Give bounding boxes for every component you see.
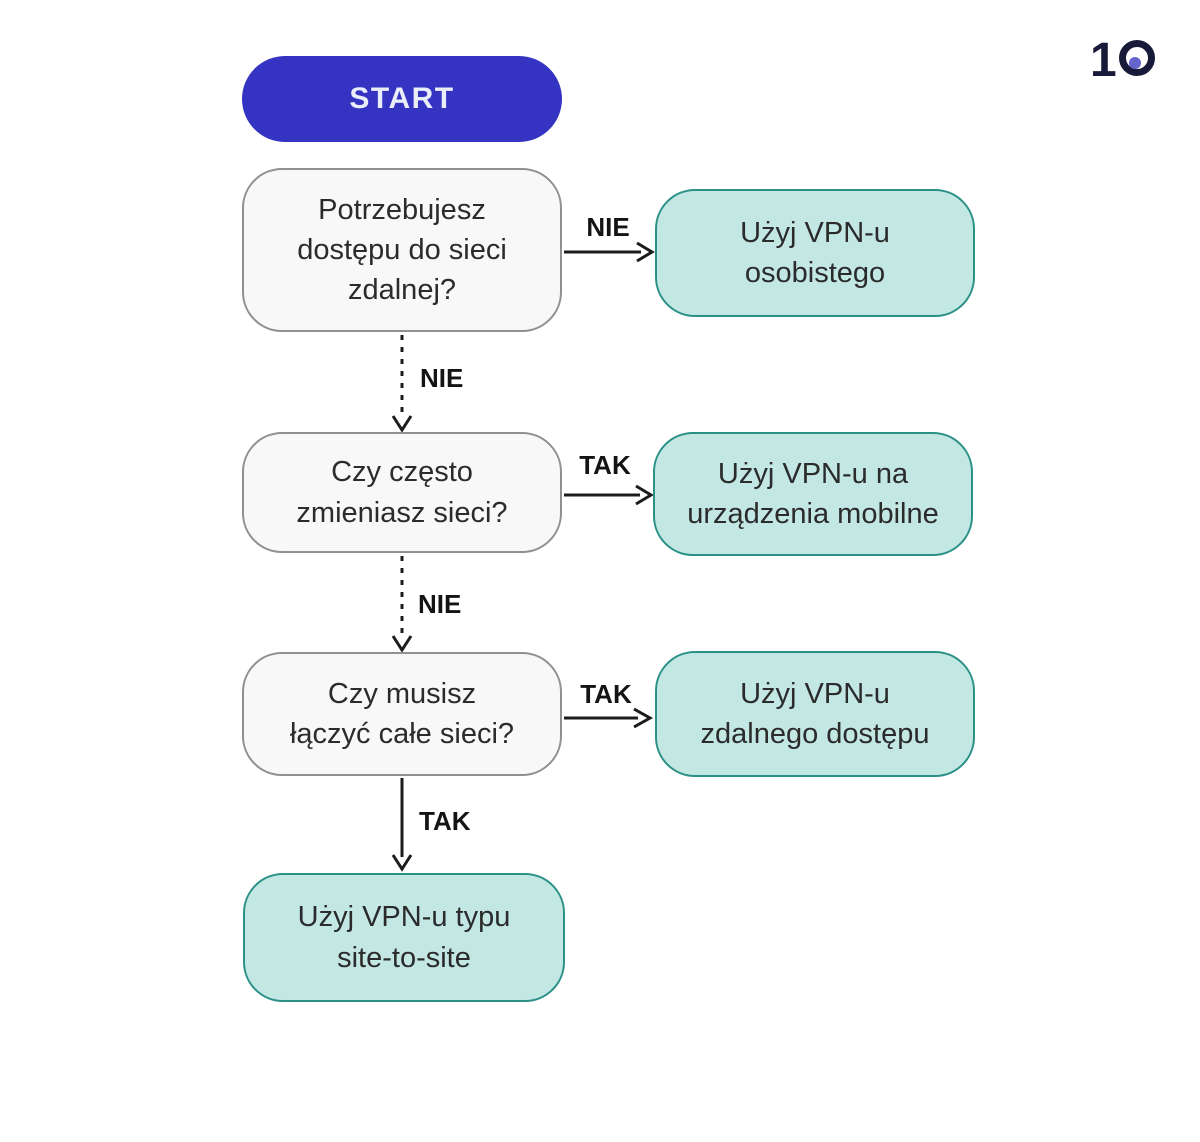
edge-label-tak-down-1: TAK — [419, 806, 471, 836]
result-personal-vpn: Użyj VPN-u osobistego — [655, 189, 975, 317]
node-text-line: site-to-site — [337, 941, 471, 974]
node-text-line: dostępu do sieci — [297, 233, 507, 266]
edge-q1-r1-arrow — [564, 241, 655, 263]
edge-label-nie-down-1: NIE — [420, 363, 464, 393]
node-text-line: Potrzebujesz — [318, 193, 486, 226]
node-text-line: Czy musisz — [327, 677, 477, 710]
node-text-line: zdalnej? — [347, 274, 457, 306]
result-site-to-site-vpn: Użyj VPN-u typu site-to-site — [243, 873, 565, 1002]
logo-digit-one: 1 — [1090, 34, 1117, 87]
node-text-line: zdalnego dostępu — [700, 718, 930, 750]
decision-change-networks-often: Czy często zmieniasz sieci? — [242, 432, 562, 553]
edge-q2-q3-arrow — [391, 556, 413, 653]
edge-q2-r2-arrow — [564, 484, 654, 506]
node-text-line: urządzenia mobilne — [687, 498, 939, 530]
edge-q3-r3-arrow — [564, 707, 654, 729]
edge-label-tak-right-2: TAK — [580, 679, 632, 709]
node-text-line: Użyj VPN-u — [740, 677, 890, 710]
result-remote-access-vpn: Użyj VPN-u zdalnego dostępu — [655, 651, 975, 777]
edge-q3-r4-arrow — [391, 778, 413, 872]
ten-logo: 1 — [1090, 37, 1155, 85]
node-text-line: łączyć całe sieci? — [289, 718, 515, 750]
node-text-line: Czy często — [331, 456, 473, 489]
decision-connect-whole-networks: Czy musisz łączyć całe sieci? — [242, 652, 562, 776]
decision-need-remote-access: Potrzebujesz dostępu do sieci zdalnej? — [242, 168, 562, 332]
logo-dot-icon — [1128, 57, 1141, 69]
node-text-line: Użyj VPN-u typu — [297, 901, 511, 934]
node-text-line: Użyj VPN-u — [740, 216, 890, 249]
node-text-line: zmieniasz sieci? — [296, 496, 508, 529]
edge-label-tak-right-1: TAK — [579, 450, 631, 480]
edge-label-nie-down-2: NIE — [418, 589, 462, 619]
result-mobile-vpn: Użyj VPN-u na urządzenia mobilne — [653, 432, 973, 556]
node-text-line: Użyj VPN-u na — [717, 457, 909, 490]
edge-label-nie-right-1: NIE — [586, 212, 630, 242]
logo-o-ring-icon — [1118, 40, 1155, 76]
start-node: START — [242, 56, 562, 142]
edge-q1-q2-arrow — [391, 335, 413, 433]
node-text-line: osobistego — [744, 257, 886, 289]
